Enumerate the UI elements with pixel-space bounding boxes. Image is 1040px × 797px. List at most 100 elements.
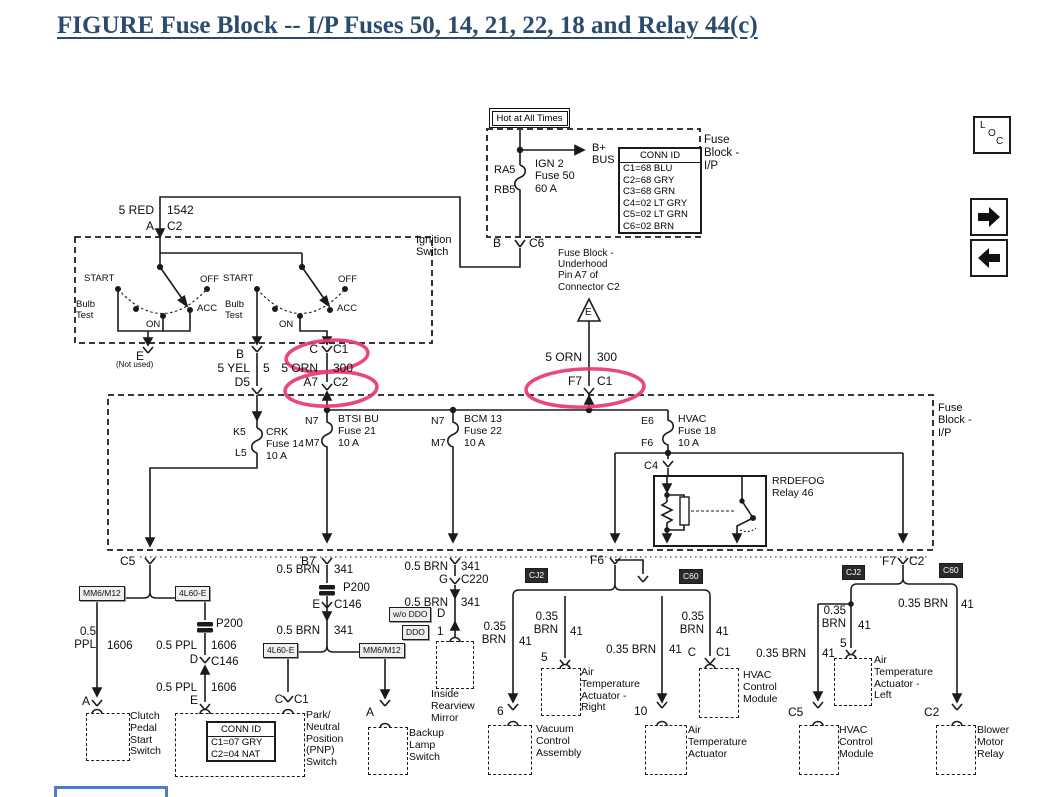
hvac1-label: HVAC Control Module bbox=[743, 669, 778, 705]
opt-mm6-m12-1: MM6/M12 bbox=[79, 586, 125, 601]
left-bulb-test: Bulb Test bbox=[76, 299, 96, 321]
wire-035brn-1: 0.35 BRN bbox=[481, 621, 506, 646]
fuse-18-label: HVAC Fuse 18 10 A bbox=[678, 413, 716, 449]
ignition-switch-label: Ignition Switch bbox=[416, 234, 452, 259]
pin-f6: F6 bbox=[641, 437, 654, 449]
pin-a7: A7 bbox=[303, 375, 318, 389]
prev-page-button[interactable] bbox=[970, 239, 1008, 277]
pin-c1-f7: C1 bbox=[597, 374, 613, 388]
conn-id-row: C5=02 LT GRN bbox=[623, 209, 688, 220]
pin-d5: D5 bbox=[234, 375, 250, 389]
pin-d-mirror: D bbox=[437, 608, 446, 620]
backup-lamp-switch-box bbox=[368, 727, 408, 775]
opt-cj2-2: CJ2 bbox=[842, 565, 866, 580]
pin-c-hvac1: C bbox=[687, 647, 696, 659]
triangle-e-label: E bbox=[585, 307, 592, 318]
wire-41-7: 41 bbox=[961, 599, 974, 611]
wire-1606-2: 1606 bbox=[211, 640, 237, 652]
wire-035brn-7: 0.35 BRN bbox=[898, 598, 948, 610]
conn-id-row: C1=68 BLU bbox=[623, 163, 673, 174]
dashed-enclosures bbox=[74, 128, 934, 551]
mirror-label: Inside Rearview Mirror bbox=[431, 688, 475, 724]
wire-05ppl-2: 0.5 PPL bbox=[156, 640, 197, 652]
pin-a-ign: A bbox=[145, 219, 154, 233]
conn-id-row: C2=04 NAT bbox=[211, 748, 261, 760]
pin-c2-blower: C2 bbox=[924, 705, 940, 719]
wire-05brn-4: 0.5 BRN bbox=[404, 597, 448, 609]
conn-id-row: C4=02 LT GRY bbox=[623, 197, 688, 209]
blower-label: Blower Motor Relay bbox=[977, 724, 1010, 760]
pin-5-atar: 5 bbox=[541, 650, 548, 664]
pin-c5-exit: C5 bbox=[120, 554, 136, 568]
blower-motor-relay-box bbox=[936, 725, 976, 775]
left-off: OFF bbox=[200, 274, 219, 285]
next-page-button[interactable] bbox=[970, 198, 1008, 236]
pin-6-vca: 6 bbox=[497, 704, 504, 718]
red-highlight-annotations bbox=[283, 338, 646, 409]
hot-at-all-times-label: Hot at All Times bbox=[491, 110, 568, 126]
loc-button[interactable]: L O C bbox=[973, 116, 1011, 154]
loc-letter-o: O bbox=[988, 128, 996, 139]
pin-e-pnp: E bbox=[190, 693, 199, 707]
pin-c-pnp: C bbox=[274, 694, 283, 706]
opt-4l60e-1: 4L60-E bbox=[175, 586, 211, 601]
pin-f7-exit: F7 bbox=[881, 554, 896, 568]
ata-label: Air Temperature Actuator bbox=[688, 724, 747, 760]
right-bulb-test: Bulb Test bbox=[225, 299, 245, 321]
wire-05ppl-1: 0.5 PPL bbox=[74, 626, 96, 651]
top-feed-circuit bbox=[154, 130, 586, 268]
right-arrow-icon bbox=[978, 207, 1000, 227]
pin-a-backup: A bbox=[366, 705, 375, 719]
splice-p200-a: P200 bbox=[343, 582, 370, 594]
bplus-bus: B+ BUS bbox=[592, 142, 615, 167]
relay-46-label: RRDEFOG Relay 46 bbox=[772, 475, 825, 499]
pin-b-exit: B bbox=[236, 347, 245, 361]
wire-41-6: 41 bbox=[858, 620, 871, 632]
not-used: (Not used) bbox=[116, 360, 154, 369]
wire-5-red: 5 RED bbox=[118, 203, 154, 217]
pin-f6-exit: F6 bbox=[590, 553, 605, 567]
wire-5-orn-2: 5 ORN bbox=[545, 350, 582, 364]
pin-c1-hvac1: C1 bbox=[716, 647, 731, 659]
conn-id-row: C1=07 GRY bbox=[211, 737, 263, 748]
wire-341-2: 341 bbox=[334, 625, 354, 637]
conn-id-row: C2=68 GRY bbox=[623, 174, 675, 186]
pin-c2-a7: C2 bbox=[333, 375, 349, 389]
partial-blue-button[interactable] bbox=[54, 786, 168, 797]
loc-letter-c: C bbox=[996, 136, 1004, 147]
loc-letter-l: L bbox=[980, 120, 986, 131]
pin-10-ata: 10 bbox=[634, 704, 648, 718]
conn-id-row: C6=02 BRN bbox=[623, 220, 674, 232]
wire-05brn-1: 0.5 BRN bbox=[276, 564, 320, 576]
pnp-label: Park/ Neutral Position (PNP) Switch bbox=[306, 709, 344, 768]
wire-1542: 1542 bbox=[167, 203, 194, 217]
wire-5-num: 5 bbox=[263, 361, 270, 375]
pnp-switch-box bbox=[175, 713, 305, 777]
pin-a-clutch: A bbox=[82, 694, 91, 708]
pin-c1-pnp: C1 bbox=[294, 694, 309, 706]
pin-n7-2: N7 bbox=[431, 415, 445, 427]
atal-label: Air Temperature Actuator - Left bbox=[874, 654, 933, 702]
pin-c1-exit: C1 bbox=[333, 342, 349, 356]
left-start: START bbox=[84, 273, 115, 284]
pin-1-mirror: 1 bbox=[437, 626, 444, 638]
pin-c220: C220 bbox=[461, 574, 489, 586]
left-arrow-icon bbox=[978, 248, 1000, 268]
fuse-50-label: IGN 2 Fuse 50 60 A bbox=[535, 158, 575, 195]
vca-label: Vacuum Control Assembly bbox=[536, 723, 582, 759]
wire-41-1: 41 bbox=[519, 636, 532, 648]
pin-d-c146: D bbox=[189, 654, 198, 666]
conn-id-header-pnp: CONN ID bbox=[208, 723, 274, 737]
backup-label: Backup Lamp Switch bbox=[409, 727, 445, 763]
fuse-block-ip-right: Fuse Block - I/P bbox=[938, 402, 972, 439]
wire-300-1: 300 bbox=[333, 361, 354, 375]
clutch-label: Clutch Pedal Start Switch bbox=[130, 710, 161, 758]
vacuum-control-assembly-box bbox=[488, 725, 532, 775]
pin-m7-2: M7 bbox=[431, 437, 446, 449]
air-temp-actuator-box bbox=[645, 725, 687, 775]
fuse-14-label: CRK Fuse 14 10 A bbox=[266, 426, 304, 462]
conn-id-row: C3=68 GRN bbox=[623, 186, 676, 197]
